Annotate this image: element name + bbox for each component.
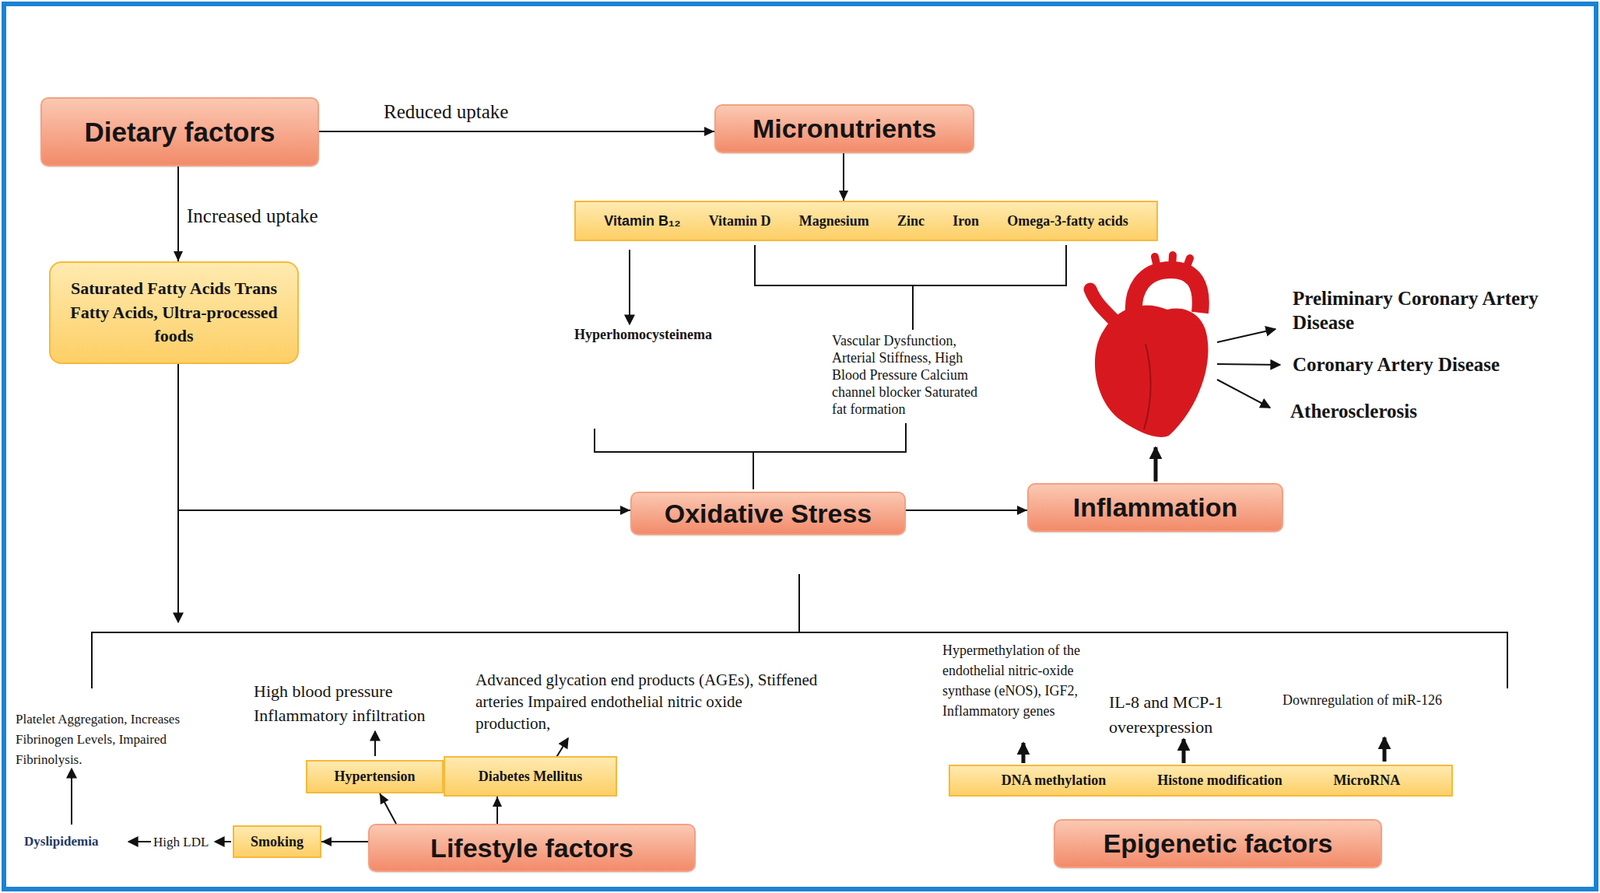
annotation-text: Downregulation of miR-126: [1282, 692, 1443, 709]
annotation-text: High blood pressure Inflammatory infiltr…: [253, 679, 464, 728]
node-text: Diabetes Mellitus: [478, 768, 583, 786]
connector-arrow: [178, 364, 631, 511]
leader-arrow: [70, 768, 73, 825]
heart-vessel: [1154, 255, 1190, 271]
node-text: DNA methylation: [1001, 772, 1107, 790]
outcome-arrow: [1217, 364, 1281, 365]
arrow-head: [379, 793, 389, 805]
connector-arrow: [905, 509, 1028, 512]
thick-arrow: [1154, 447, 1158, 482]
connector-arrow: [842, 153, 845, 201]
thick-arrow: [1182, 739, 1186, 764]
annotation-text: Platelet Aggregation, Increases Fibrinog…: [15, 709, 218, 771]
node-text: Vitamin D: [708, 213, 772, 230]
outcome-arrow: [1217, 329, 1276, 343]
arrow-head: [1017, 505, 1028, 516]
edge-label: Reduced uptake: [383, 101, 509, 123]
connector-arrow: [177, 166, 179, 262]
node-text: Zinc: [897, 213, 925, 230]
factor-box: Epigenetic factors: [1053, 819, 1383, 869]
edge-label: Increased uptake: [186, 205, 319, 228]
node-text: Dietary factors: [84, 116, 275, 148]
arrow-head: [173, 251, 183, 262]
node-text: Histone modification: [1157, 772, 1283, 790]
factor-box: Lifestyle factors: [368, 824, 696, 873]
condition-box: Hypertension: [305, 760, 444, 794]
annotation-text: Coronary Artery Disease: [1292, 354, 1500, 376]
annotation-text: Preliminary Coronary Artery Disease: [1292, 286, 1597, 335]
heart-groove: [1143, 343, 1151, 430]
outcome-arrow: [1217, 379, 1271, 408]
heart-illustration: [1090, 255, 1208, 438]
annotation-text: Advanced glycation end products (AGEs), …: [475, 669, 818, 735]
node-text: MicroRNA: [1333, 772, 1400, 790]
thick-arrow: [1021, 743, 1026, 764]
leader-arrow: [374, 731, 376, 757]
connector-arrow: [496, 796, 499, 825]
process-box: Inflammation: [1027, 483, 1284, 533]
node-text: Magnesium: [799, 213, 870, 230]
leader-arrow: [628, 249, 631, 325]
node-text: Oxidative Stress: [664, 498, 872, 530]
node-text: Vitamin B₁₂: [603, 213, 681, 230]
annotation-text: Dyslipidemia: [24, 834, 99, 850]
annotation-text: IL-8 and MCP-1 overexpression: [1108, 690, 1253, 741]
node-text: Saturated Fatty Acids Trans Fatty Acids,…: [70, 277, 279, 349]
arrow-head: [321, 837, 332, 847]
process-box: Oxidative Stress: [630, 491, 906, 536]
heart-body: [1094, 305, 1209, 438]
node-text: Iron: [952, 213, 979, 230]
merge-bracket: [594, 423, 906, 490]
arrow-head: [620, 505, 631, 516]
condition-box: Smoking: [232, 825, 322, 859]
branch-line: [798, 574, 800, 633]
node-text: Lifestyle factors: [430, 833, 634, 864]
arrow-head: [838, 190, 849, 201]
food-box: Saturated Fatty Acids Trans Fatty Acids,…: [49, 261, 299, 365]
node-text: Micronutrients: [752, 113, 937, 144]
node-text: Omega-3-fatty acids: [1007, 213, 1128, 230]
arrow-head: [492, 796, 502, 808]
thick-arrow: [1382, 737, 1387, 762]
annotation-text: Hypermethylation of the endothelial nitr…: [942, 640, 1099, 722]
factor-box: Dietary factors: [40, 97, 320, 167]
connector-arrow: [319, 130, 715, 133]
mechanism-band: DNA methylation Histone modification Micro…: [948, 764, 1453, 797]
factor-box: Micronutrients: [714, 104, 975, 154]
node-text: Epigenetic factors: [1103, 828, 1334, 860]
arrow-head: [704, 126, 715, 137]
condition-box: Diabetes Mellitus: [443, 756, 618, 797]
annotation-text: Hyperhomocysteinema: [574, 326, 713, 344]
annotation-text: Vascular Dysfunction, Arterial Stiffness…: [831, 332, 992, 418]
nutrient-band: Vitamin B₁₂ Vitamin D Magnesium Zinc Iron Ome…: [574, 200, 1158, 242]
node-text: Hypertension: [333, 768, 415, 786]
connector-arrow: [379, 793, 397, 825]
node-text: Inflammation: [1073, 492, 1239, 523]
leader-arrow: [177, 510, 179, 623]
node-text: Smoking: [250, 834, 304, 851]
leader-arrow: [128, 841, 151, 843]
merge-bracket: [754, 245, 1067, 330]
annotation-text: Atherosclerosis: [1290, 400, 1418, 423]
connector-arrow: [321, 841, 369, 843]
leader-arrow: [214, 841, 232, 843]
annotation-text: High LDL: [153, 835, 209, 851]
